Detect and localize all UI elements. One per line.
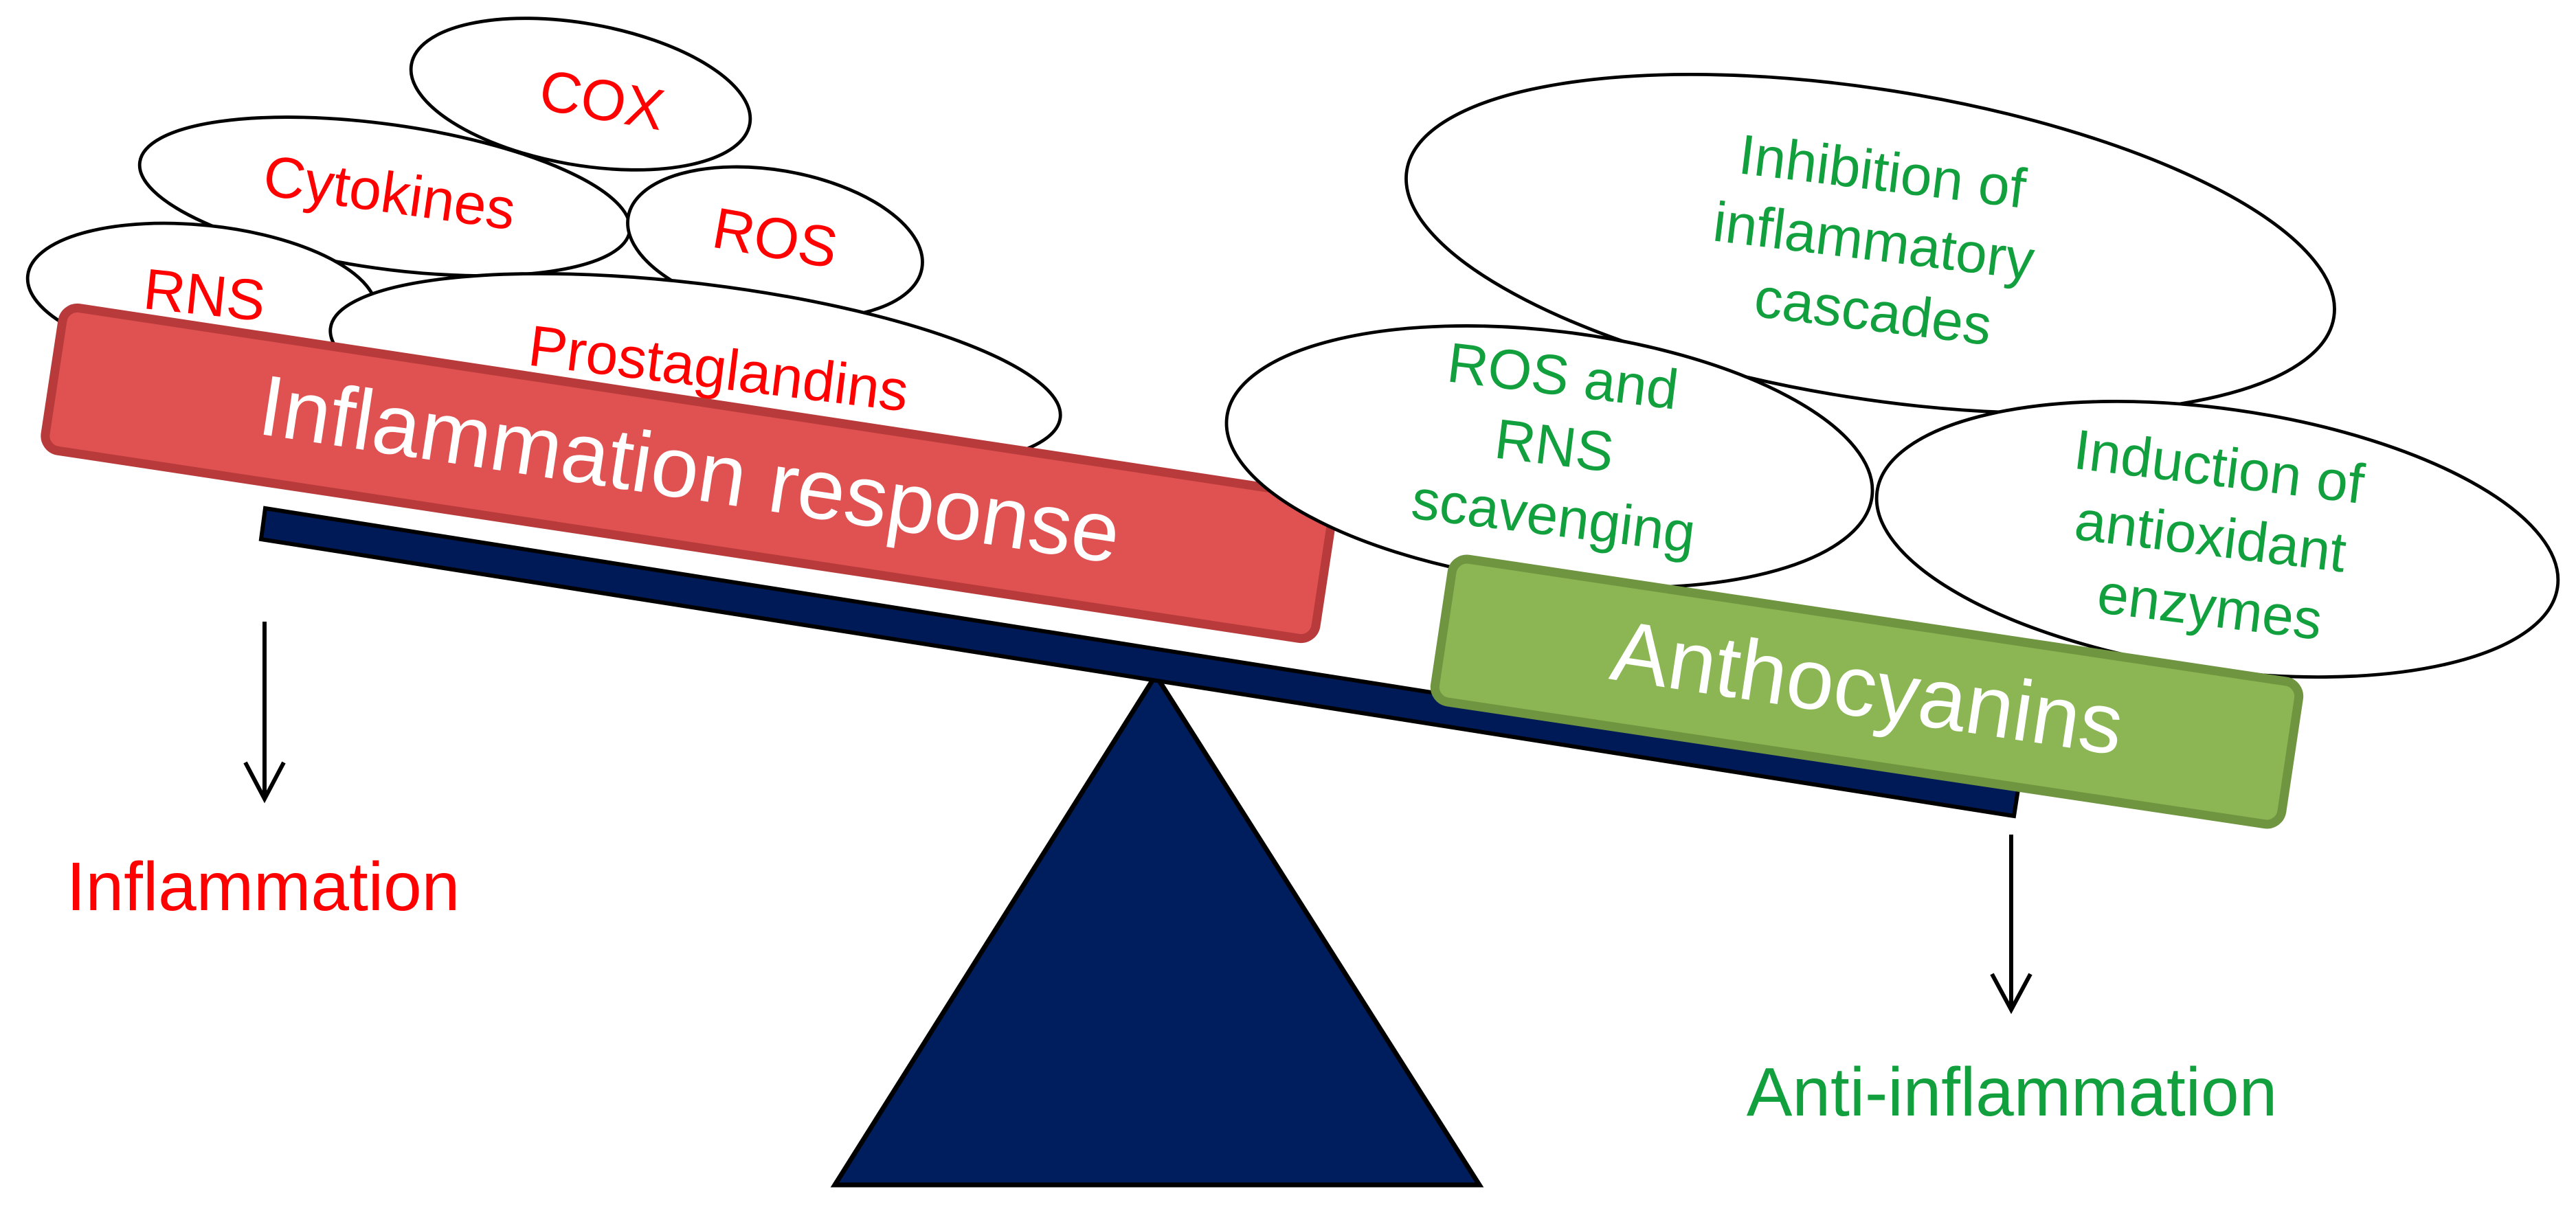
down-arrow-icon bbox=[1990, 835, 2032, 1015]
anti-inflammation-outcome-label: Anti-inflammation bbox=[1747, 1054, 2278, 1131]
factor-ros: ROS bbox=[626, 165, 924, 320]
right-pan: Inhibition of inflammatory cascades ROS … bbox=[1224, 73, 2560, 1131]
fulcrum-triangle bbox=[830, 670, 1484, 1188]
down-arrow-icon bbox=[243, 622, 286, 804]
mechanism-inhibition: Inhibition of inflammatory cascades bbox=[1404, 73, 2336, 415]
left-pan: COX Cytokines ROS RNS Prostaglandins Inf… bbox=[25, 16, 1338, 925]
inflammation-outcome-label: Inflammation bbox=[67, 848, 460, 925]
mechanism-scavenging: ROS and RNS scavenging bbox=[1224, 324, 1874, 589]
mechanism-induction: Induction of antioxidant enzymes bbox=[1874, 399, 2560, 679]
factor-cox: COX bbox=[409, 16, 752, 172]
